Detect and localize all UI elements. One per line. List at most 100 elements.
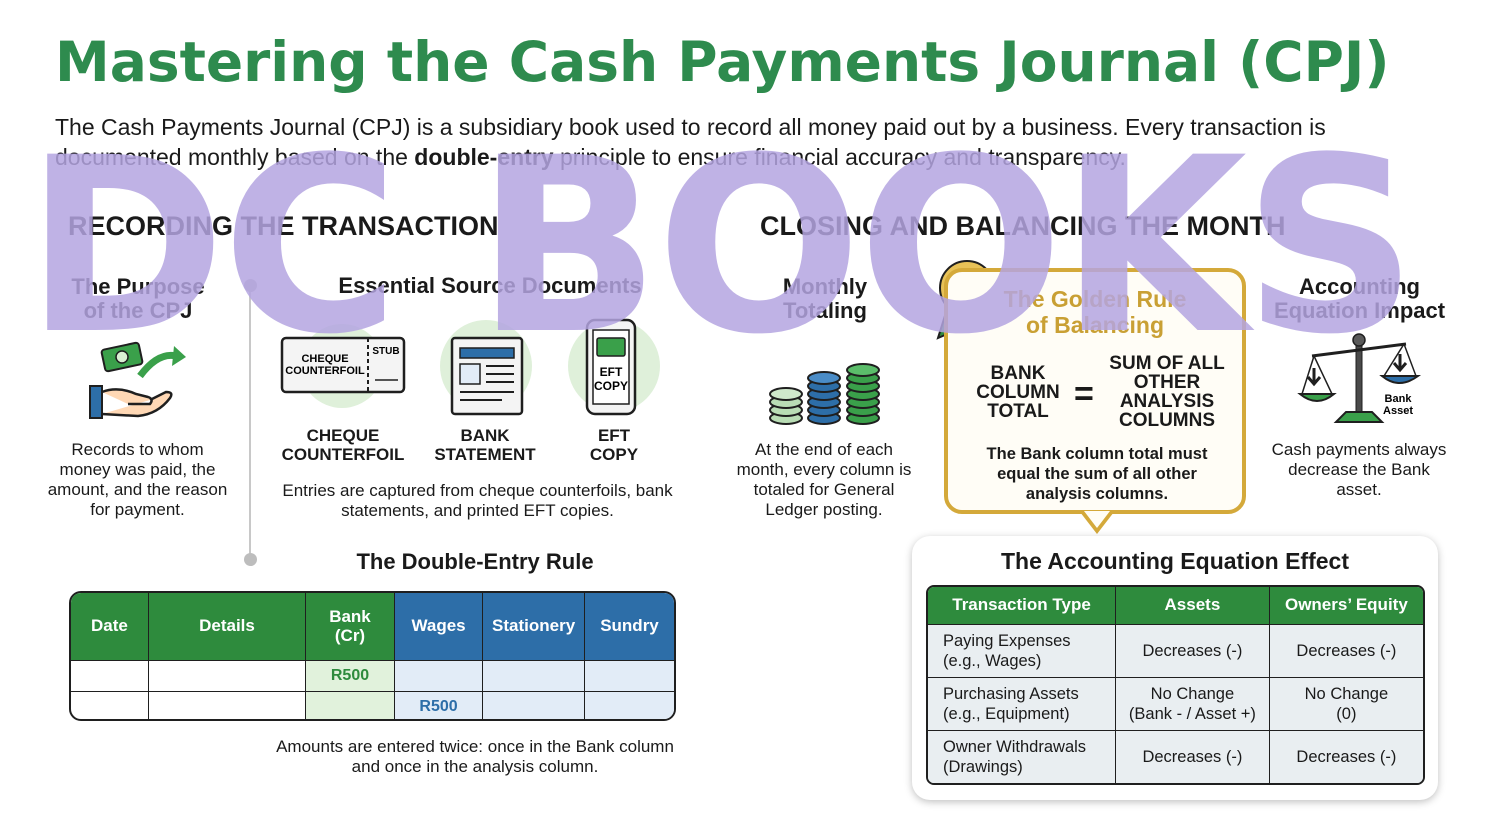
de-cell: [584, 659, 674, 691]
golden-rule-left: BANK COLUMN TOTAL: [968, 364, 1068, 421]
golden-rule-title: The Golden Rule of Balancing: [948, 286, 1242, 338]
cheque-icon-stub: STUB: [372, 346, 399, 357]
de-cell: [482, 659, 585, 691]
doc-label-cheque: CHEQUE COUNTERFOIL: [271, 426, 415, 464]
equation-impact-text: Cash payments always decrease the Bank a…: [1271, 440, 1447, 499]
effect-type-line2: (e.g., Equipment): [943, 704, 1070, 723]
table-row: Purchasing Assets(e.g., Equipment) No Ch…: [928, 676, 1423, 731]
golden-rule-right-line1: SUM OF ALL: [1109, 353, 1225, 374]
golden-rule-text: The Bank column total must equal the sum…: [986, 445, 1208, 503]
de-cell: [71, 659, 149, 691]
source-docs-title: Essential Source Documents: [338, 273, 642, 298]
de-header-stationery: Stationery: [482, 593, 585, 660]
effect-equity-line2: (0): [1336, 704, 1357, 723]
effect-assets-line1: Decreases (-): [1142, 641, 1243, 660]
de-header-bank: Bank (Cr): [305, 593, 395, 660]
equation-effect-title: The Accounting Equation Effect: [1001, 548, 1349, 574]
effect-equity-line1: Decreases (-): [1296, 641, 1397, 660]
effect-equity-line1: No Change: [1304, 684, 1389, 703]
golden-rule-left-line1: BANK: [990, 363, 1046, 384]
de-cell: [148, 659, 307, 691]
doc-label-eft: EFT COPY: [564, 426, 664, 464]
golden-rule-title-line2: of Balancing: [1025, 312, 1164, 338]
double-entry-caption: Amounts are entered twice: once in the B…: [276, 737, 674, 776]
purpose-title-line1: The Purpose: [71, 274, 205, 299]
effect-type-line2: (Drawings): [943, 757, 1023, 776]
effect-cell-equity: Decreases (-): [1269, 623, 1423, 678]
golden-rule-right-line4: COLUMNS: [1118, 410, 1216, 431]
de-cell: [394, 659, 484, 691]
effect-header-equity: Owners’ Equity: [1269, 587, 1423, 624]
cheque-counterfoil-icon: CHEQUE COUNTERFOIL STUB: [280, 324, 406, 408]
effect-cell-type: Paying Expenses(e.g., Wages): [928, 623, 1117, 678]
timeline-dot-top: [244, 279, 257, 292]
de-cell: [305, 690, 395, 719]
intro-text-1: The Cash Payments Journal (CPJ) is a sub…: [55, 114, 1326, 170]
golden-rule-box: The Golden Rule of Balancing BANK COLUMN…: [944, 268, 1246, 514]
effect-assets-line1: No Change: [1150, 684, 1235, 703]
double-entry-title: The Double-Entry Rule: [356, 549, 594, 574]
de-header-date: Date: [71, 593, 149, 660]
effect-type-line2: (e.g., Wages): [943, 651, 1042, 670]
effect-type-line1: Paying Expenses: [943, 631, 1071, 650]
effect-cell-assets: No Change(Bank - / Asset +): [1115, 676, 1270, 731]
purpose-title-line2: of the CPJ: [83, 298, 193, 323]
golden-rule-right-line3: ANALYSIS: [1119, 391, 1215, 412]
effect-assets-line2: (Bank - / Asset +): [1128, 704, 1256, 723]
de-wages-value: R500: [394, 690, 484, 719]
timeline-dot-bottom: [244, 553, 257, 566]
coin-stacks-icon: [769, 363, 880, 425]
bank-statement-icon: [440, 320, 532, 416]
table-row: R500: [71, 690, 674, 719]
cheque-icon-line1: CHEQUE: [301, 353, 348, 365]
page-title: Mastering the Cash Payments Journal (CPJ…: [55, 30, 1390, 94]
doc-label-eft-line2: COPY: [589, 445, 639, 464]
effect-cell-type: Purchasing Assets(e.g., Equipment): [928, 676, 1117, 731]
monthly-title: Monthly Totaling: [735, 275, 915, 323]
effect-type-line1: Owner Withdrawals: [943, 737, 1087, 756]
golden-rule-right-line2: OTHER: [1133, 372, 1201, 393]
table-row: Owner Withdrawals(Drawings) Decreases (-…: [928, 729, 1423, 783]
golden-rule-right: SUM OF ALL OTHER ANALYSIS COLUMNS: [1100, 354, 1234, 430]
section-heading-recording: RECORDING THE TRANSACTION: [68, 211, 499, 241]
effect-header-assets: Assets: [1115, 587, 1270, 624]
eft-icon-line2: COPY: [594, 379, 628, 393]
effect-cell-assets: Decreases (-): [1115, 623, 1270, 678]
eft-icon-line1: EFT: [600, 365, 623, 379]
table-row: Paying Expenses(e.g., Wages) Decreases (…: [928, 623, 1423, 678]
eft-copy-phone-icon: EFT COPY: [568, 318, 660, 416]
effect-cell-equity: No Change(0): [1269, 676, 1423, 731]
effect-cell-type: Owner Withdrawals(Drawings): [928, 729, 1117, 783]
golden-rule-left-line2: COLUMN: [976, 382, 1060, 403]
de-header-sundry: Sundry: [584, 593, 674, 660]
equation-effect-panel: The Accounting Equation Effect Transacti…: [912, 536, 1438, 800]
golden-rule-left-line3: TOTAL: [987, 401, 1049, 422]
table-row: R500: [71, 659, 674, 691]
scale-icon-label-line2: Asset: [1383, 405, 1413, 417]
de-cell: [584, 690, 674, 719]
hand-money-icon: [89, 341, 186, 419]
double-entry-table: Date Details Bank (Cr) Wages Stationery …: [69, 591, 676, 721]
de-header-wages: Wages: [394, 593, 484, 660]
monthly-title-line1: Monthly: [782, 274, 868, 299]
cheque-icon-line2: COUNTERFOIL: [285, 365, 365, 377]
effect-type-line1: Purchasing Assets: [943, 684, 1079, 703]
doc-label-bank: BANK STATEMENT: [425, 426, 545, 464]
effect-header-type: Transaction Type: [928, 587, 1117, 624]
intro-paragraph: The Cash Payments Journal (CPJ) is a sub…: [55, 112, 1395, 172]
intro-text-2: principle to ensure financial accuracy a…: [553, 144, 1126, 170]
scale-icon-label-line1: Bank: [1385, 393, 1413, 405]
equation-impact-title-line1: Accounting: [1299, 274, 1420, 299]
de-bank-value: R500: [305, 659, 395, 691]
timeline-line: [249, 285, 251, 561]
intro-bold: double-entry: [414, 144, 554, 170]
effect-assets-line1: Decreases (-): [1142, 747, 1243, 766]
effect-cell-equity: Decreases (-): [1269, 729, 1423, 783]
source-docs-text: Entries are captured from cheque counter…: [282, 481, 673, 520]
de-cell: [71, 690, 149, 719]
de-header-details: Details: [148, 593, 307, 660]
balance-scale-icon: Bank Asset: [1297, 333, 1422, 423]
purpose-title: The Purpose of the CPJ: [40, 275, 236, 323]
monthly-text: At the end of each month, every column i…: [736, 440, 912, 519]
section-heading-closing: CLOSING AND BALANCING THE MONTH: [760, 211, 1286, 241]
